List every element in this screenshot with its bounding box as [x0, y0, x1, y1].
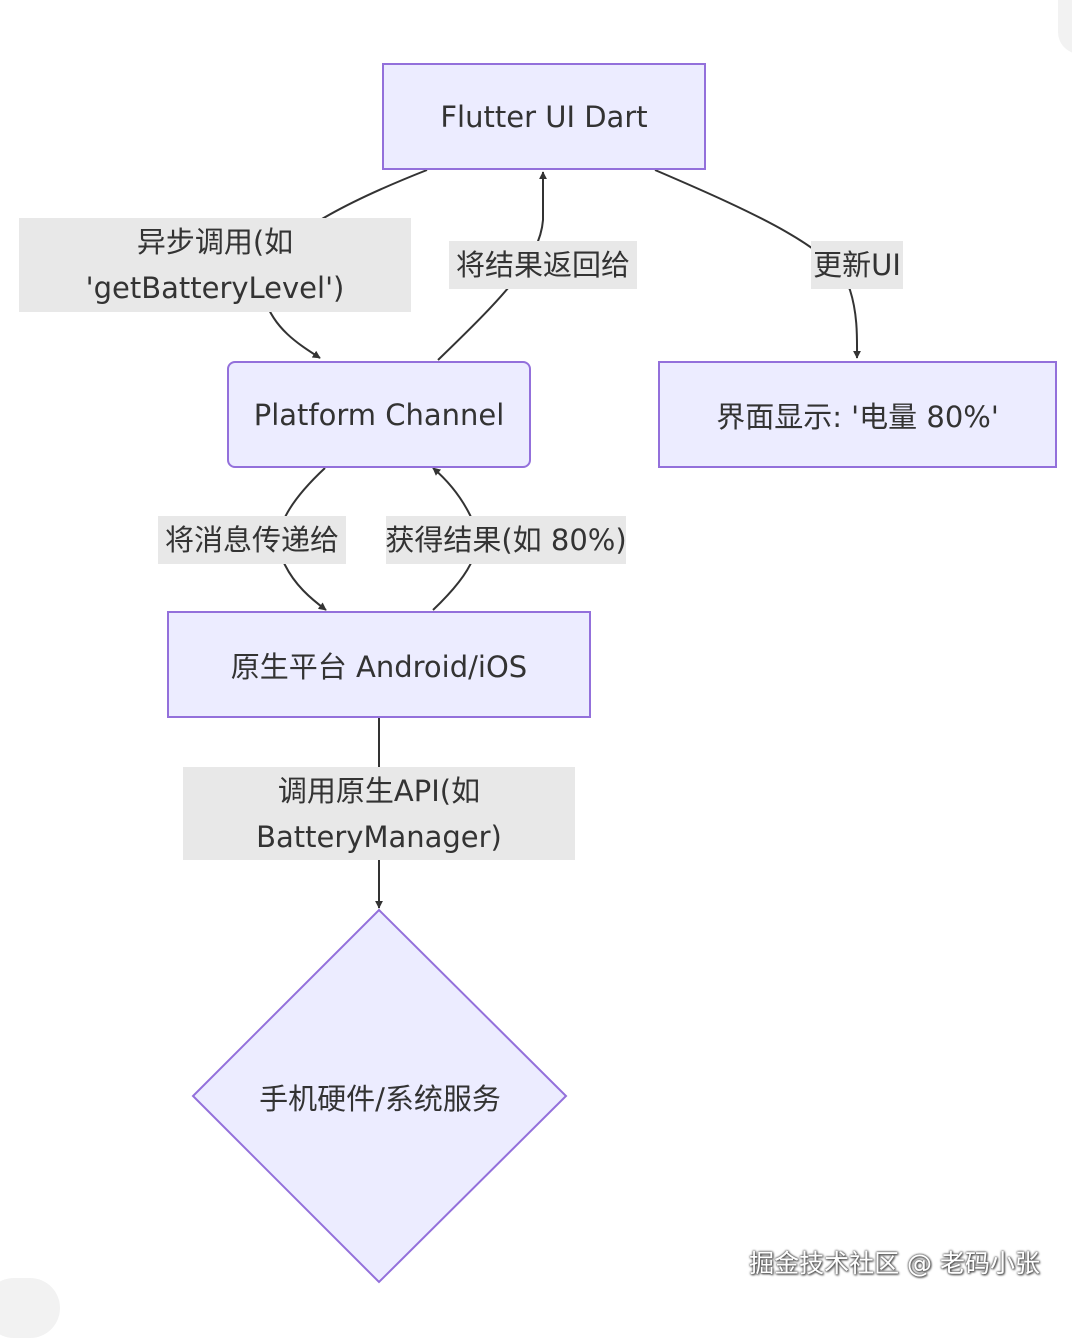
node-native-platform: 原生平台 Android/iOS — [167, 611, 591, 718]
node-native-platform-label: 原生平台 Android/iOS — [230, 649, 528, 684]
watermark: 掘金技术社区 @ 老码小张 — [749, 1249, 1040, 1278]
edge-label-pass-message: 将消息传递给 — [158, 516, 346, 564]
node-hardware-label: 手机硬件/系统服务 — [259, 1082, 501, 1116]
edge-label-pass-message-text: 将消息传递给 — [164, 523, 339, 557]
node-platform-channel: Platform Channel — [227, 361, 531, 468]
edge-label-call-native-api: 调用原生API(如 BatteryManager) — [183, 767, 575, 860]
edge-label-async-call: 异步调用(如 'getBatteryLevel') — [19, 218, 411, 312]
node-display-label: 界面显示: '电量 80%' — [716, 399, 999, 434]
decision-node-hardware — [191, 908, 568, 1284]
edge-label-get-result: 获得结果(如 80%) — [385, 516, 627, 564]
node-display: 界面显示: '电量 80%' — [658, 361, 1057, 468]
edge-label-call-native-api-line1: 调用原生API(如 — [277, 773, 481, 808]
edge-label-async-call-line2: 'getBatteryLevel') — [85, 271, 345, 305]
node-flutter-ui: Flutter UI Dart — [382, 63, 706, 170]
node-platform-channel-label: Platform Channel — [253, 397, 505, 432]
window-corner-decoration — [1058, 0, 1072, 54]
edge-label-update-ui: 更新UI — [811, 241, 903, 289]
edge-label-get-result-text: 获得结果(如 80%) — [385, 523, 627, 557]
edge-label-return-result-text: 将结果返回给 — [455, 248, 630, 282]
node-flutter-ui-label: Flutter UI Dart — [440, 99, 648, 134]
edge-label-call-native-api-line2: BatteryManager) — [256, 819, 502, 854]
edge-label-return-result: 将结果返回给 — [449, 241, 637, 289]
edge-label-async-call-line1: 异步调用(如 — [136, 225, 294, 259]
edge-label-update-ui-text: 更新UI — [813, 248, 901, 282]
